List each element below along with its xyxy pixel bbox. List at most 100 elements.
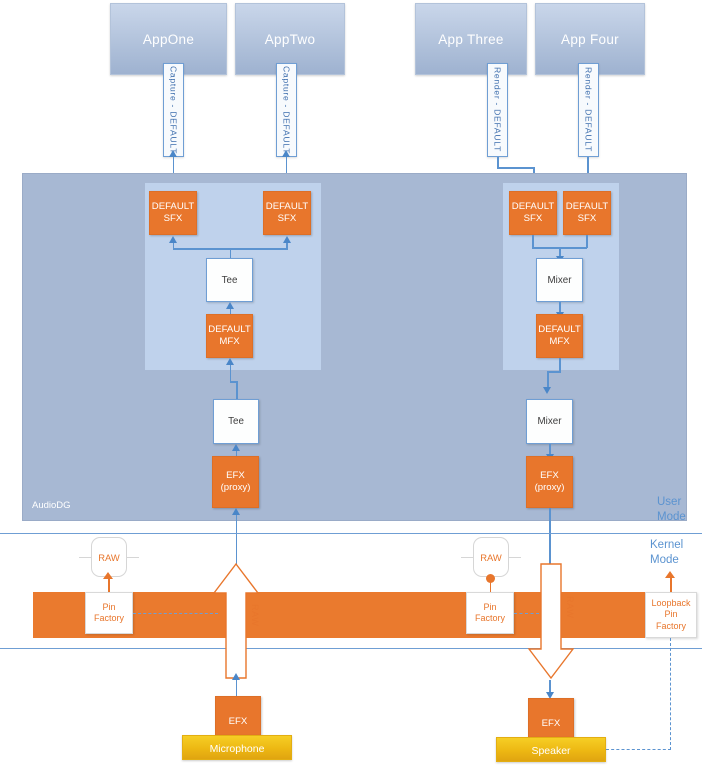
user-mode-line-1: User bbox=[657, 496, 682, 508]
node-tee-capture-inner[interactable]: Tee bbox=[206, 258, 253, 302]
endpoint-tab-label: Render - DEFAULT bbox=[492, 67, 503, 153]
node-default-sfx-capture-left[interactable]: DEFAULT SFX bbox=[149, 191, 197, 235]
loopback-line-3: Factory bbox=[655, 620, 686, 631]
connector-line bbox=[229, 309, 232, 315]
device-microphone[interactable]: Microphone bbox=[182, 735, 292, 760]
pin-factory-line-1: Pin bbox=[483, 601, 497, 612]
connector-line bbox=[235, 515, 238, 578]
node-line-1: DEFAULT bbox=[538, 324, 581, 335]
raw-label: RAW bbox=[480, 551, 502, 563]
node-default-mfx-render[interactable]: DEFAULT MFX bbox=[536, 314, 583, 358]
connector-line bbox=[549, 508, 551, 568]
connector-line bbox=[172, 157, 175, 173]
arrow-up-icon bbox=[226, 358, 234, 365]
node-line-2: SFX bbox=[523, 213, 543, 224]
pin-factory-render[interactable]: Pin Factory bbox=[466, 592, 514, 634]
arrow-up-icon bbox=[282, 236, 291, 243]
connector-line bbox=[559, 358, 561, 372]
audiodg-label: AudioDG bbox=[32, 500, 71, 511]
arrow-up-icon bbox=[226, 302, 234, 309]
node-efx-proxy-render[interactable]: EFX (proxy) bbox=[526, 456, 573, 508]
raw-endpoint-capture: RAW bbox=[79, 537, 139, 577]
arrow-up-icon bbox=[232, 508, 240, 515]
connector-line bbox=[229, 381, 238, 383]
node-tee-capture-outer[interactable]: Tee bbox=[213, 399, 259, 444]
raw-endpoint-render: RAW bbox=[461, 537, 521, 577]
loopback-pin-factory[interactable]: Loopback Pin Factory bbox=[645, 592, 697, 638]
app-window-label: App Four bbox=[561, 31, 619, 47]
connector-line bbox=[549, 444, 551, 456]
node-line-2: (proxy) bbox=[220, 482, 251, 493]
node-label: Mixer bbox=[537, 416, 562, 427]
connector-line bbox=[235, 680, 238, 696]
node-default-sfx-render-right[interactable]: DEFAULT SFX bbox=[563, 191, 611, 235]
connector-line bbox=[172, 243, 175, 249]
arrow-up-icon bbox=[232, 673, 240, 680]
hex-nub-left-icon bbox=[79, 557, 91, 559]
pin-factory-link-dashed bbox=[133, 613, 218, 614]
node-line-2: MFX bbox=[549, 336, 570, 347]
connector-line bbox=[229, 370, 232, 382]
node-label: Tee bbox=[228, 416, 244, 427]
node-label: EFX bbox=[228, 716, 248, 727]
connector-line bbox=[547, 371, 561, 373]
connector-line-orange bbox=[108, 578, 110, 592]
app-window-label: AppOne bbox=[142, 31, 195, 47]
loopback-line-2: Pin bbox=[664, 609, 678, 620]
endpoint-tab-render-appthree[interactable]: Render - DEFAULT bbox=[487, 63, 508, 157]
node-line-1: DEFAULT bbox=[565, 201, 609, 212]
endpoint-tab-label: Capture - DEFAULT bbox=[281, 65, 292, 155]
connector-line bbox=[229, 248, 232, 259]
user-mode-label: User Mode bbox=[657, 495, 686, 525]
node-line-2: SFX bbox=[277, 213, 297, 224]
node-line-1: DEFAULT bbox=[265, 201, 309, 212]
connector-line bbox=[497, 167, 535, 169]
user-mode-line-2: Mode bbox=[657, 511, 686, 523]
node-mixer-render-inner[interactable]: Mixer bbox=[536, 258, 583, 302]
hex-nub-right-icon bbox=[509, 557, 521, 559]
connector-line bbox=[285, 157, 288, 173]
raw-label: RAW bbox=[98, 551, 120, 563]
pin-factory-line-1: Pin bbox=[102, 601, 116, 612]
kernel-mode-line-2: Mode bbox=[650, 554, 679, 566]
endpoint-tab-capture-apptwo[interactable]: Capture - DEFAULT bbox=[276, 63, 297, 157]
audio-driver-bar bbox=[33, 592, 685, 638]
pin-factory-line-2: Factory bbox=[93, 613, 124, 623]
node-mixer-render-outer[interactable]: Mixer bbox=[526, 399, 573, 444]
arrow-up-icon bbox=[169, 236, 177, 243]
raw-stream-arrow-render: RAW bbox=[527, 562, 575, 680]
pin-factory-link-dashed bbox=[514, 613, 539, 614]
loopback-path-vertical bbox=[670, 638, 671, 750]
node-label: EFX bbox=[541, 718, 561, 729]
app-window-appthree[interactable]: App Three bbox=[415, 3, 527, 75]
endpoint-tab-render-appfour[interactable]: Render - DEFAULT bbox=[578, 63, 599, 157]
arrow-down-icon bbox=[543, 387, 552, 394]
raw-arrow-label: RAW bbox=[250, 604, 260, 627]
arrow-up-orange-icon bbox=[103, 572, 113, 579]
node-line-2: MFX bbox=[219, 336, 240, 347]
node-default-sfx-render-left[interactable]: DEFAULT SFX bbox=[509, 191, 557, 235]
device-speaker[interactable]: Speaker bbox=[496, 737, 606, 762]
node-line-1: EFX bbox=[226, 470, 245, 481]
connector-line bbox=[532, 235, 534, 248]
endpoint-tab-label: Capture - DEFAULT bbox=[168, 65, 179, 155]
hex-nub-right-icon bbox=[127, 557, 139, 559]
node-label: Mixer bbox=[547, 274, 572, 286]
loopback-line-1: Loopback bbox=[651, 597, 691, 608]
raw-stream-arrow-capture: RAW bbox=[212, 562, 260, 680]
connector-line bbox=[235, 451, 238, 457]
node-default-sfx-capture-right[interactable]: DEFAULT SFX bbox=[263, 191, 311, 235]
pin-factory-capture[interactable]: Pin Factory bbox=[85, 592, 133, 634]
node-line-1: DEFAULT bbox=[151, 201, 195, 212]
endpoint-tab-capture-appone[interactable]: Capture - DEFAULT bbox=[163, 63, 184, 157]
device-label: Microphone bbox=[209, 743, 265, 755]
app-window-label: AppTwo bbox=[264, 31, 316, 47]
loopback-path-horizontal bbox=[606, 749, 671, 750]
connector-line bbox=[559, 302, 561, 314]
node-line-2: (proxy) bbox=[534, 482, 565, 493]
raw-hexagon-icon: RAW bbox=[91, 537, 127, 577]
node-efx-proxy-capture[interactable]: EFX (proxy) bbox=[212, 456, 259, 508]
node-default-mfx-capture[interactable]: DEFAULT MFX bbox=[206, 314, 253, 358]
kernel-hardware-divider bbox=[0, 648, 702, 650]
